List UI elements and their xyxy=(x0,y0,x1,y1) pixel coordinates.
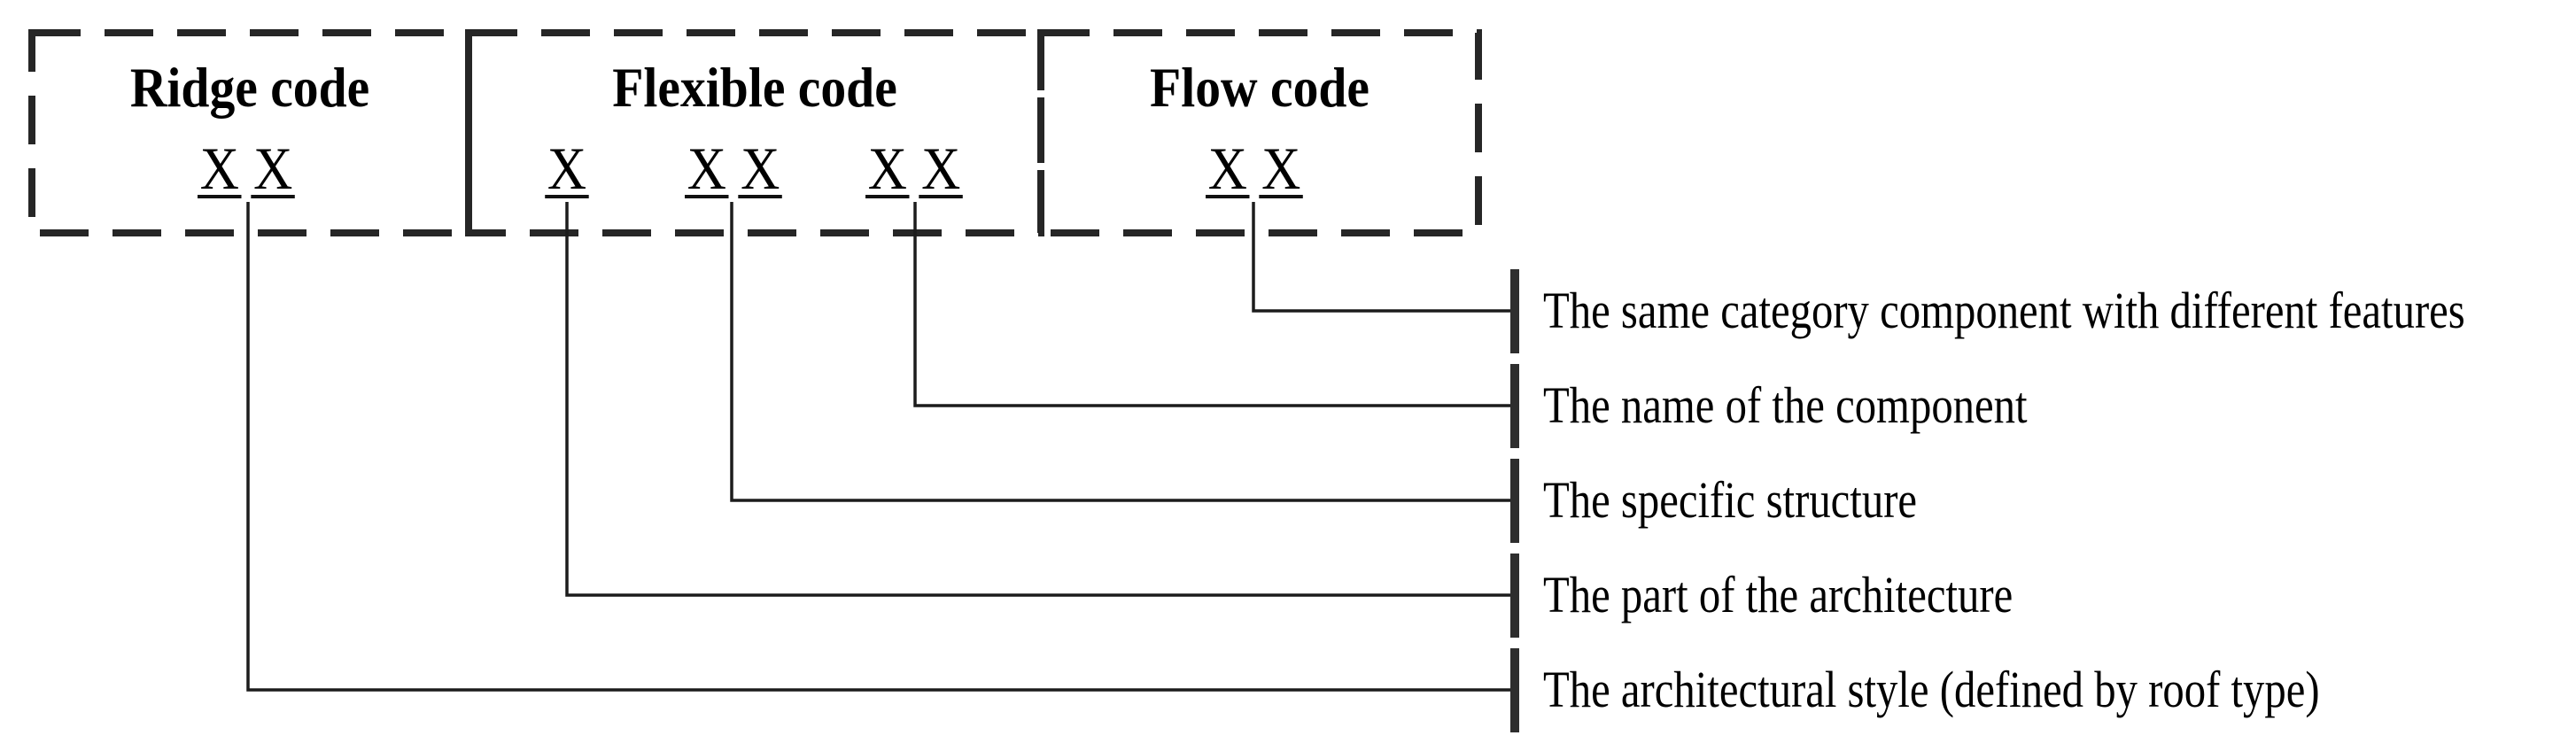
label-tick-bar-4 xyxy=(1510,554,1519,638)
connector-flexible-pair2-to-label-3 xyxy=(730,202,1510,502)
connector-flexible-x1-to-label-4 xyxy=(565,202,1510,597)
code-digit-x: X xyxy=(1206,138,1250,198)
code-digit-x: X xyxy=(251,138,295,198)
code-digit-x: X xyxy=(685,138,729,198)
code-digit-x: X xyxy=(738,138,782,198)
code-digit-x: X xyxy=(919,138,963,198)
label-tick-bar-3 xyxy=(1510,459,1519,543)
connector-flow-pair-to-label-1 xyxy=(1252,202,1510,313)
ridge-code-box-title: Ridge code xyxy=(129,56,370,119)
flexible-code-digit-1: X xyxy=(545,138,589,198)
label-specific-structure: The specific structure xyxy=(1543,471,1918,529)
flow-code-box-border xyxy=(1037,29,1482,236)
code-digit-x: X xyxy=(198,138,242,198)
code-digit-x: X xyxy=(545,138,589,198)
label-same-category-component: The same category component with differe… xyxy=(1543,282,2465,339)
label-tick-bar-1 xyxy=(1510,269,1519,353)
label-name-of-component: The name of the component xyxy=(1543,376,2028,434)
ridge-code-box-border xyxy=(28,29,472,236)
connector-ridge-pair-to-label-5 xyxy=(246,202,1510,692)
code-digit-x: X xyxy=(1259,138,1303,198)
label-tick-bar-5 xyxy=(1510,648,1519,732)
flexible-code-box-title: Flexible code xyxy=(612,56,897,119)
code-digit-x: X xyxy=(865,138,910,198)
connector-flexible-pair3-to-label-2 xyxy=(913,202,1510,407)
label-architectural-style: The architectural style (defined by roof… xyxy=(1543,661,2320,718)
flow-code-box-title: Flow code xyxy=(1150,56,1369,119)
label-part-of-architecture: The part of the architecture xyxy=(1543,566,2013,623)
label-tick-bar-2 xyxy=(1510,364,1519,448)
